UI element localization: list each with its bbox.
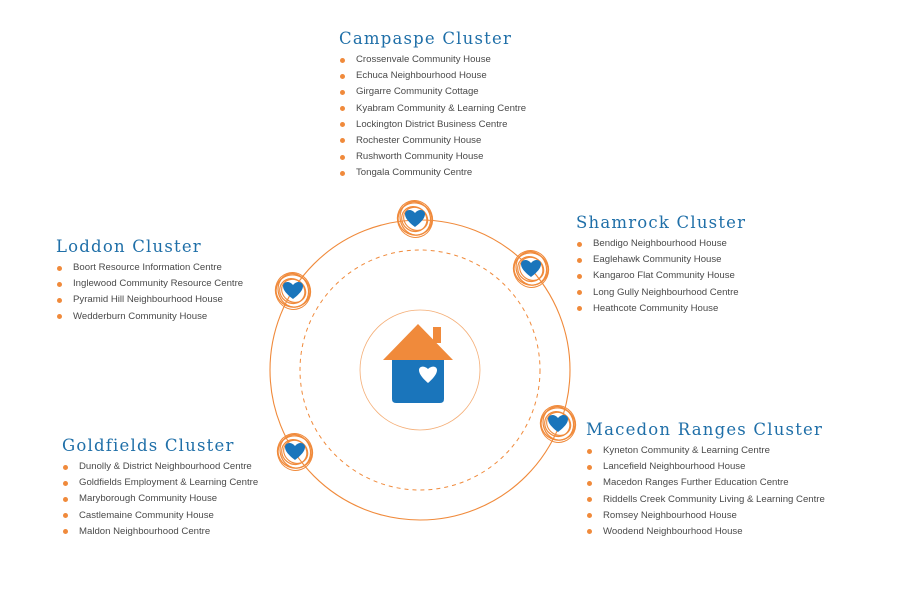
list-item: Macedon Ranges Further Education Centre (586, 475, 825, 491)
cluster-list: Dunolly & District Neighbourhood Centre … (62, 459, 258, 540)
list-item: Rushworth Community House (339, 149, 526, 165)
list-item: Riddells Creek Community Living & Learni… (586, 492, 825, 508)
cluster-list: Bendigo Neighbourhood House Eaglehawk Co… (576, 236, 746, 317)
middle-dashed-ring (299, 249, 541, 491)
list-item: Echuca Neighbourhood House (339, 68, 526, 84)
node-campaspe-icon (393, 197, 437, 241)
list-item: Lockington District Business Centre (339, 117, 526, 133)
cluster-title: Macedon Ranges Cluster (586, 420, 824, 439)
house-heart-icon (383, 324, 453, 403)
cluster-title: Loddon Cluster (56, 237, 202, 256)
cluster-list: Boort Resource Information Centre Inglew… (56, 260, 243, 325)
node-loddon-icon (271, 269, 315, 313)
loddon-cluster: Loddon Cluster Boort Resource Informatio… (56, 237, 243, 325)
macedon-ranges-cluster: Macedon Ranges Cluster Kyneton Community… (586, 420, 825, 540)
list-item: Kangaroo Flat Community House (576, 268, 746, 284)
list-item: Romsey Neighbourhood House (586, 508, 825, 524)
inner-ring (359, 309, 481, 431)
cluster-list: Kyneton Community & Learning Centre Lanc… (586, 443, 825, 540)
list-item: Inglewood Community Resource Centre (56, 276, 243, 292)
node-goldfields-icon (273, 430, 317, 474)
node-shamrock-icon (509, 247, 553, 291)
list-item: Lancefield Neighbourhood House (586, 459, 825, 475)
list-item: Long Gully Neighbourhood Centre (576, 285, 746, 301)
cluster-title: Campaspe Cluster (339, 29, 513, 48)
list-item: Dunolly & District Neighbourhood Centre (62, 459, 258, 475)
list-item: Woodend Neighbourhood House (586, 524, 825, 540)
campaspe-cluster: Campaspe Cluster Crossenvale Community H… (339, 29, 526, 182)
cluster-list: Crossenvale Community House Echuca Neigh… (339, 52, 526, 182)
list-item: Castlemaine Community House (62, 508, 258, 524)
shamrock-cluster: Shamrock Cluster Bendigo Neighbourhood H… (576, 213, 746, 317)
list-item: Girgarre Community Cottage (339, 84, 526, 100)
list-item: Goldfields Employment & Learning Centre (62, 475, 258, 491)
cluster-title: Goldfields Cluster (62, 436, 235, 455)
list-item: Pyramid Hill Neighbourhood House (56, 292, 243, 308)
goldfields-cluster: Goldfields Cluster Dunolly & District Ne… (62, 436, 258, 540)
list-item: Bendigo Neighbourhood House (576, 236, 746, 252)
cluster-title: Shamrock Cluster (576, 213, 747, 232)
list-item: Maryborough Community House (62, 491, 258, 507)
list-item: Rochester Community House (339, 133, 526, 149)
list-item: Maldon Neighbourhood Centre (62, 524, 258, 540)
node-macedon-icon (536, 402, 580, 446)
list-item: Wedderburn Community House (56, 309, 243, 325)
list-item: Eaglehawk Community House (576, 252, 746, 268)
list-item: Tongala Community Centre (339, 165, 526, 181)
list-item: Kyneton Community & Learning Centre (586, 443, 825, 459)
list-item: Crossenvale Community House (339, 52, 526, 68)
list-item: Kyabram Community & Learning Centre (339, 101, 526, 117)
list-item: Heathcote Community House (576, 301, 746, 317)
list-item: Boort Resource Information Centre (56, 260, 243, 276)
